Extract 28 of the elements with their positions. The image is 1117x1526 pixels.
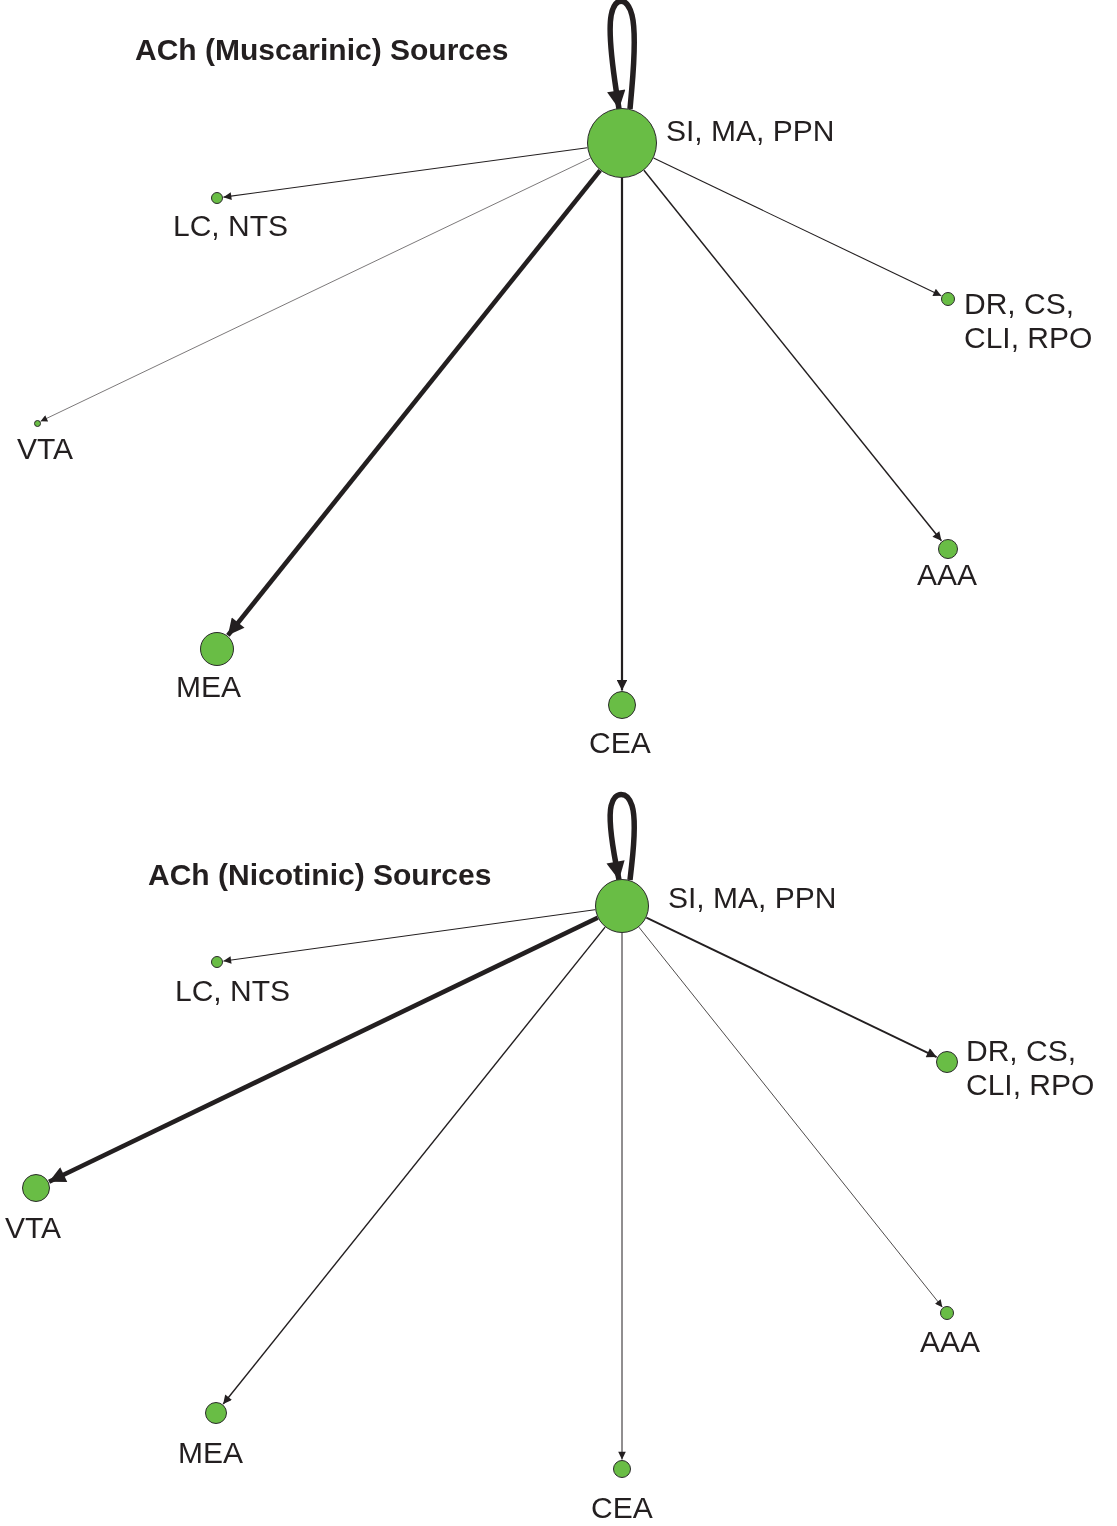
arrow bbox=[618, 932, 626, 1460]
arrow bbox=[616, 178, 628, 691]
node-label: VTA bbox=[17, 432, 74, 466]
loop-arrow bbox=[607, 0, 638, 110]
node-label: LC, NTS bbox=[173, 209, 289, 243]
node-label: MEA bbox=[178, 1436, 243, 1470]
node-label: CEA bbox=[589, 726, 651, 760]
node-label: VTA bbox=[5, 1211, 62, 1245]
arrow bbox=[222, 926, 606, 1405]
arrow bbox=[222, 909, 596, 964]
node-label: SI, MA, PPN bbox=[668, 881, 837, 915]
node-label: LC, NTS bbox=[175, 974, 291, 1008]
arrow bbox=[226, 168, 602, 637]
node-label: MEA bbox=[176, 670, 241, 704]
panel-title: ACh (Nicotinic) Sources bbox=[148, 858, 492, 892]
node-label: CEA bbox=[591, 1491, 653, 1525]
arrow bbox=[222, 147, 588, 200]
arrow bbox=[645, 916, 938, 1058]
node-label: DR, CS, CLI, RPO bbox=[964, 287, 1094, 355]
arrow bbox=[643, 169, 943, 542]
node-label: AAA bbox=[920, 1325, 981, 1359]
node-label: SI, MA, PPN bbox=[666, 114, 835, 148]
node-label: AAA bbox=[917, 558, 978, 592]
arrow bbox=[653, 157, 942, 297]
arrow bbox=[48, 915, 599, 1184]
panel-title: ACh (Muscarinic) Sources bbox=[135, 33, 509, 67]
loop-arrow bbox=[606, 791, 638, 881]
node-label: DR, CS, CLI, RPO bbox=[966, 1034, 1096, 1102]
